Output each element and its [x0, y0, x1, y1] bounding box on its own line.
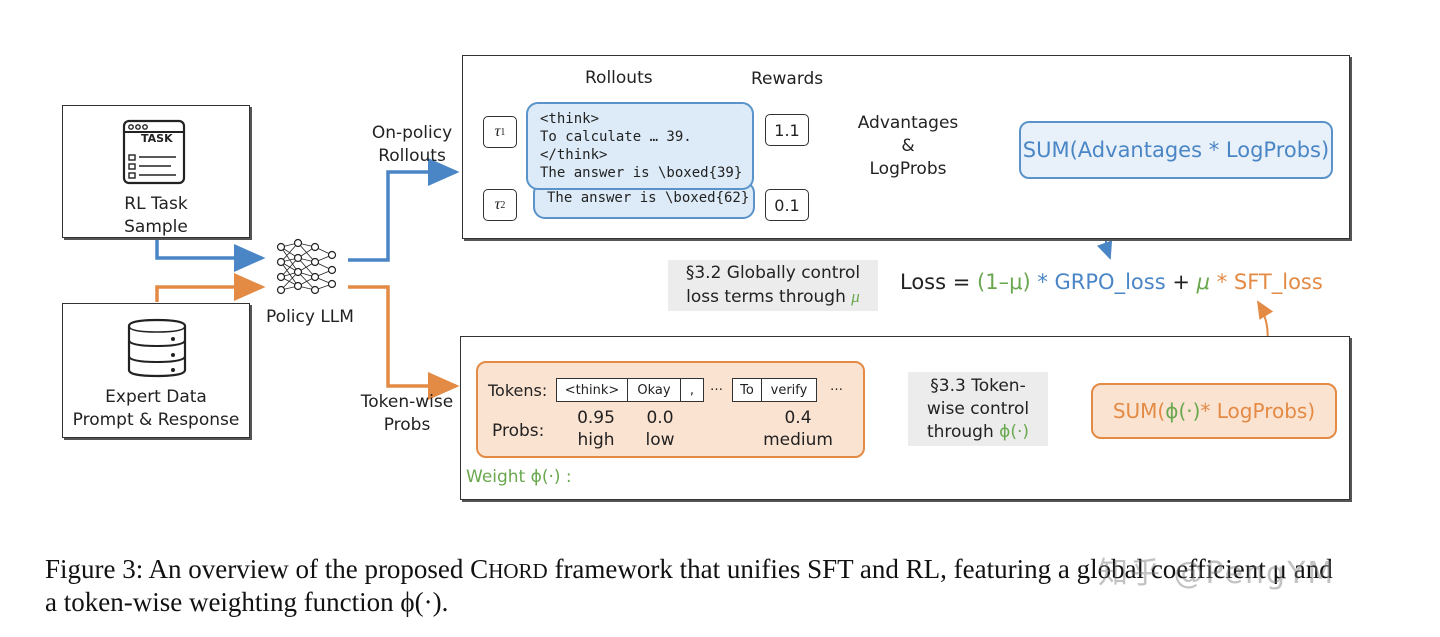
advantages-label-3: LogProbs [869, 159, 947, 179]
loss-grpo: GRPO_loss [1054, 270, 1166, 294]
loss-mu: μ [1196, 270, 1210, 294]
expert-data-box: Expert Data Prompt & Response [62, 303, 250, 438]
expert-label-1: Expert Data [105, 387, 207, 407]
prob-item-3: 0.4 medium [758, 407, 838, 451]
token-control-note: §3.3 Token- wise control through ϕ(·) [908, 372, 1048, 446]
token-ellipsis-2: … [830, 379, 843, 394]
sum-advantages-box: SUM(Advantages * LogProbs) [1019, 121, 1333, 179]
prob-3-level: medium [763, 430, 833, 450]
token-control-line-1: §3.3 Token- [930, 375, 1026, 396]
expert-label-2: Prompt & Response [72, 410, 240, 430]
tau-2-subscript: 2 [500, 199, 506, 211]
loss-sft: SFT_loss [1233, 270, 1323, 294]
rollout-1-line-2: To calculate … 39. [540, 129, 692, 145]
loss-formula: Loss = (1–μ) * GRPO_loss + μ * SFT_loss [900, 270, 1323, 294]
neural-network-icon [276, 238, 337, 295]
watermark: 知乎 @PengYM [1098, 556, 1336, 591]
prob-item-2: 0.0 low [630, 407, 690, 451]
caption-line-1b: framework that unifies SFT and RL, featu… [547, 554, 1333, 584]
rltask-to-policy-arrow [155, 238, 266, 272]
token-think: <think> [556, 378, 628, 402]
rollouts-header: Rollouts [585, 68, 653, 88]
rl-task-label-2: Sample [124, 217, 188, 237]
rl-task-box: TASK RL Task Sample [62, 105, 250, 238]
caption-line-2: a token-wise weighting function ϕ(·). [45, 587, 449, 617]
prob-item-1: 0.95 high [566, 407, 626, 451]
prob-2-value: 0.0 [646, 408, 674, 428]
reward-2-box: 0.1 [765, 189, 809, 221]
advantages-label-2: & [901, 136, 915, 156]
onpolicy-label-1: On-policy [371, 123, 453, 143]
reward-1-box: 1.1 [765, 114, 809, 146]
onpolicy-label-2: Rollouts [378, 146, 446, 166]
task-clipboard-icon [122, 119, 186, 185]
prob-3-value: 0.4 [784, 408, 812, 428]
database-icon [127, 318, 187, 378]
global-control-line-2: loss terms through [686, 287, 846, 307]
tokenwise-label-2: Probs [383, 415, 431, 435]
prob-1-level: high [577, 430, 615, 450]
sum-phi-suffix: * LogProbs) [1200, 399, 1316, 423]
rollout-1-line-3: </think> [540, 147, 608, 163]
caption-smallcaps: HORD [488, 559, 548, 583]
sum-phi-box: SUM(ϕ(·) * LogProbs) [1091, 383, 1337, 439]
global-control-line-2-wrap: loss terms through μ [686, 285, 860, 309]
global-control-note: §3.2 Globally control loss terms through… [668, 260, 878, 311]
caption-line-1a: Figure 3: An overview of the proposed C [45, 554, 489, 584]
policy-to-rollouts-arrow [348, 158, 460, 262]
token-control-line-3-wrap: through ϕ(·) [927, 421, 1029, 444]
prob-1-value: 0.95 [577, 408, 615, 428]
loss-star-2: * [1216, 270, 1228, 294]
advantages-label-1: Advantages [857, 113, 959, 133]
caption-line-1: Figure 3: An overview of the proposed CH… [45, 553, 1333, 587]
loss-one-minus-mu: (1–μ) [977, 270, 1031, 294]
token-control-line-3: through [926, 421, 994, 442]
token-comma: , [680, 378, 704, 402]
token-verify: verify [761, 378, 817, 402]
policy-llm-label: Policy LLM [266, 307, 354, 327]
token-control-phi: ϕ(·) [999, 421, 1030, 442]
loss-plus: + [1172, 270, 1190, 294]
token-to: To [732, 378, 762, 402]
weight-label: Weight ϕ(·) : [466, 467, 572, 487]
token-control-line-2: wise control [926, 398, 1030, 419]
global-control-line-1: §3.2 Globally control [685, 263, 861, 283]
token-strip: <think> Okay , … To verify … [556, 378, 856, 402]
sft-panel: Tokens: <think> Okay , … To verify … Pro… [460, 336, 1350, 500]
tokens-label: Tokens: [488, 381, 548, 400]
loss-label: Loss = [900, 270, 971, 294]
token-okay: Okay [627, 378, 681, 402]
prob-2-level: low [645, 430, 675, 450]
sum-phi-prefix: SUM( [1112, 399, 1166, 423]
tau-1-subscript: 1 [500, 126, 506, 138]
rollout-1-box: <think> To calculate … 39. </think> The … [526, 102, 754, 190]
sum-phi-symbol: ϕ(·) [1165, 399, 1201, 423]
rollout-2-text: The answer is \boxed{62} [547, 190, 750, 206]
tau-2-symbol: τ [494, 196, 501, 213]
tokenwise-label-1: Token-wise [360, 392, 454, 412]
task-icon-text: TASK [141, 132, 173, 145]
global-control-mu: μ [851, 287, 860, 306]
rollout-1-line-1: <think> [540, 111, 600, 127]
loss-star-1: * [1037, 270, 1048, 294]
probs-label: Probs: [492, 421, 545, 441]
token-probs-box: Tokens: <think> Okay , … To verify … Pro… [476, 361, 865, 458]
rollout-1-line-4: The answer is \boxed{39} [540, 165, 743, 181]
rl-task-label-1: RL Task [124, 194, 188, 214]
tau-1-symbol: τ [494, 123, 501, 140]
policy-to-tokens-arrow [348, 285, 460, 400]
token-ellipsis-1: … [710, 379, 723, 394]
expert-to-policy-arrow [155, 273, 266, 302]
rewards-header: Rewards [751, 69, 824, 89]
